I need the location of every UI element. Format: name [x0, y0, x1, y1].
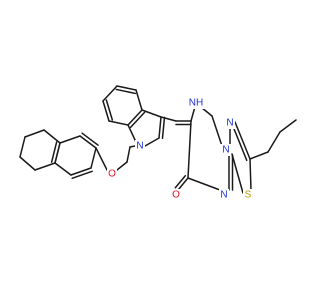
phenyl-bond	[79, 135, 97, 149]
indole-benzo-bond	[135, 89, 143, 111]
molecule-structure-diagram: NH N N N N S O N	[19, 85, 297, 201]
phenyl-bond	[54, 142, 61, 164]
imine-nh-label: NH	[189, 98, 203, 109]
thiadiazole-s-c-bond	[231, 153, 244, 194]
indole-benzo-bond	[102, 85, 118, 102]
phenyl-bond	[54, 162, 72, 176]
ring-nitrogen-lower-label: N	[220, 190, 227, 201]
indole-c3-c3a-bond	[141, 109, 162, 118]
indole-benzo-bond	[108, 120, 129, 126]
carbonyl-bond	[177, 177, 189, 191]
indole-c2-c3-double-bond	[161, 116, 166, 140]
indole-c7a-n-bond	[127, 124, 137, 143]
atom-label-layer: NH N N N N S O N	[107, 97, 253, 201]
indole-benzo-bond	[116, 85, 137, 91]
propyl-bond	[267, 131, 281, 153]
indole-benzo-bond	[102, 100, 110, 122]
bridge-nitrogen-atom: N	[221, 144, 231, 156]
aryl-ether-bond	[95, 147, 108, 171]
bridge-nitrogen-label: N	[222, 145, 229, 156]
ether-oxygen-label: O	[108, 169, 116, 180]
ether-oxygen-atom: O	[107, 168, 117, 180]
sulfur-label: S	[245, 190, 252, 201]
thiadiazole-nitrogen-label: N	[226, 118, 233, 129]
phenyl-bond	[70, 167, 92, 176]
carbonyl-oxygen-atom: O	[171, 189, 181, 201]
ring-nitrogen-lower-atom: N	[219, 189, 229, 201]
cyclohexane-bond	[19, 156, 36, 171]
propyl-bond	[249, 151, 269, 160]
ch2-n-bond	[129, 145, 136, 148]
phenyl-double-bond	[50, 141, 58, 163]
thiadiazole-nitrogen-atom: N	[225, 117, 235, 129]
indole-c3a-c7a-bond	[127, 109, 143, 126]
indole-benzo-double-bond	[105, 99, 114, 121]
phenyl-double-bond	[71, 170, 93, 180]
propyl-bond	[279, 119, 297, 133]
ring-c7-n-bond	[187, 177, 221, 191]
indole-benzo-double-bond	[115, 88, 137, 95]
thiadiazole-n-c-bond	[234, 121, 251, 160]
cyclohexane-bond	[24, 129, 45, 138]
cyclohexane-bond	[19, 136, 26, 158]
indole-n-c2-bond	[144, 137, 160, 147]
ring-c-nbridge-bond	[211, 115, 223, 147]
indole-nitrogen-label: N	[136, 141, 143, 152]
phenyl-bond	[90, 147, 97, 169]
indole-nitrogen-atom: N	[135, 140, 145, 152]
sulfur-atom: S	[243, 189, 253, 201]
bond-layer	[19, 85, 297, 194]
thiadiazole-c-s-bond	[249, 158, 252, 191]
cyclohexane-bond	[34, 162, 56, 171]
phenyl-double-bond	[81, 132, 99, 146]
thiadiazole-n-c-double-bond	[231, 122, 248, 162]
ethylene-bond	[126, 146, 131, 163]
indole-c2-c3-bond	[158, 116, 162, 139]
cyclohexane-bond	[43, 129, 61, 144]
carbonyl-double-bond	[174, 175, 187, 189]
methine-bond	[160, 116, 177, 122]
imine-nh-atom: NH	[187, 97, 205, 109]
carbonyl-oxygen-label: O	[172, 190, 180, 201]
ether-ch2-bond	[116, 161, 128, 171]
ring-c6-c7-bond	[187, 120, 192, 179]
phenyl-bond	[59, 135, 81, 144]
indole-benzo-double-bond	[129, 111, 146, 129]
